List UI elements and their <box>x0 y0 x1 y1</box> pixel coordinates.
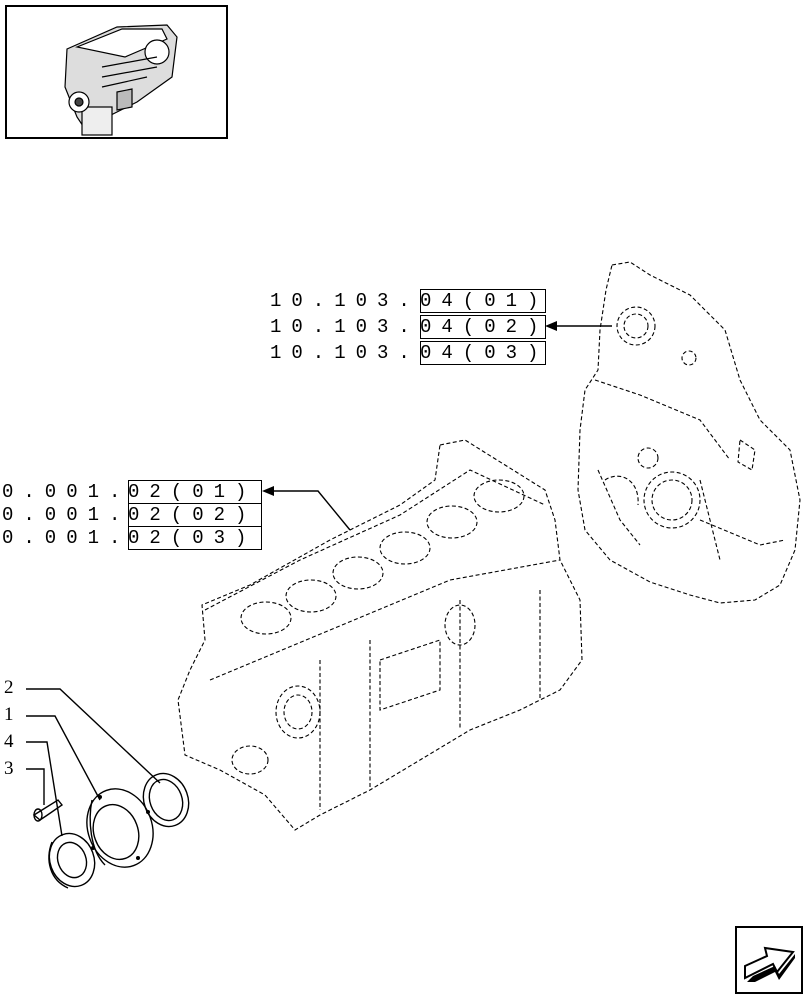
callout-leaders <box>26 688 161 837</box>
callout-1: 1 <box>4 704 14 725</box>
ref-suffix: 02(01) <box>128 481 257 503</box>
part-2-seal-ring <box>142 772 190 828</box>
next-page-arrow-icon <box>744 946 795 982</box>
ref-box <box>128 526 262 550</box>
ref-suffix: 02(03) <box>128 527 257 549</box>
ref-prefix: 0.001. <box>2 504 131 526</box>
callout-4: 4 <box>4 731 14 752</box>
ref-prefix: 10.103. <box>270 290 420 312</box>
front-cover-outline <box>577 261 801 604</box>
ref-suffix: 02(02) <box>128 504 257 526</box>
ref-suffix: 04(03) <box>420 342 549 364</box>
ref-prefix: 10.103. <box>270 342 420 364</box>
crankcase-leader <box>270 490 351 531</box>
ref-prefix: 0.001. <box>2 481 131 503</box>
part-3-screw <box>32 799 64 822</box>
callout-2: 2 <box>4 677 14 698</box>
ref-prefix: 10.103. <box>270 316 420 338</box>
callout-3: 3 <box>4 758 14 779</box>
ref-suffix: 04(02) <box>420 316 549 338</box>
ref-box <box>420 315 546 339</box>
part-1-flange-cover <box>86 788 154 868</box>
engine-thumbnail-frame <box>5 5 228 139</box>
engine-thumbnail-icon <box>64 24 178 136</box>
ref-prefix: 0.001. <box>2 527 131 549</box>
ref-box <box>420 341 546 365</box>
next-page-button[interactable] <box>735 926 803 994</box>
crankcase-outline <box>177 439 583 831</box>
ref-box <box>420 289 546 313</box>
part-4-oil-seal <box>48 832 96 889</box>
ref-suffix: 04(01) <box>420 290 549 312</box>
